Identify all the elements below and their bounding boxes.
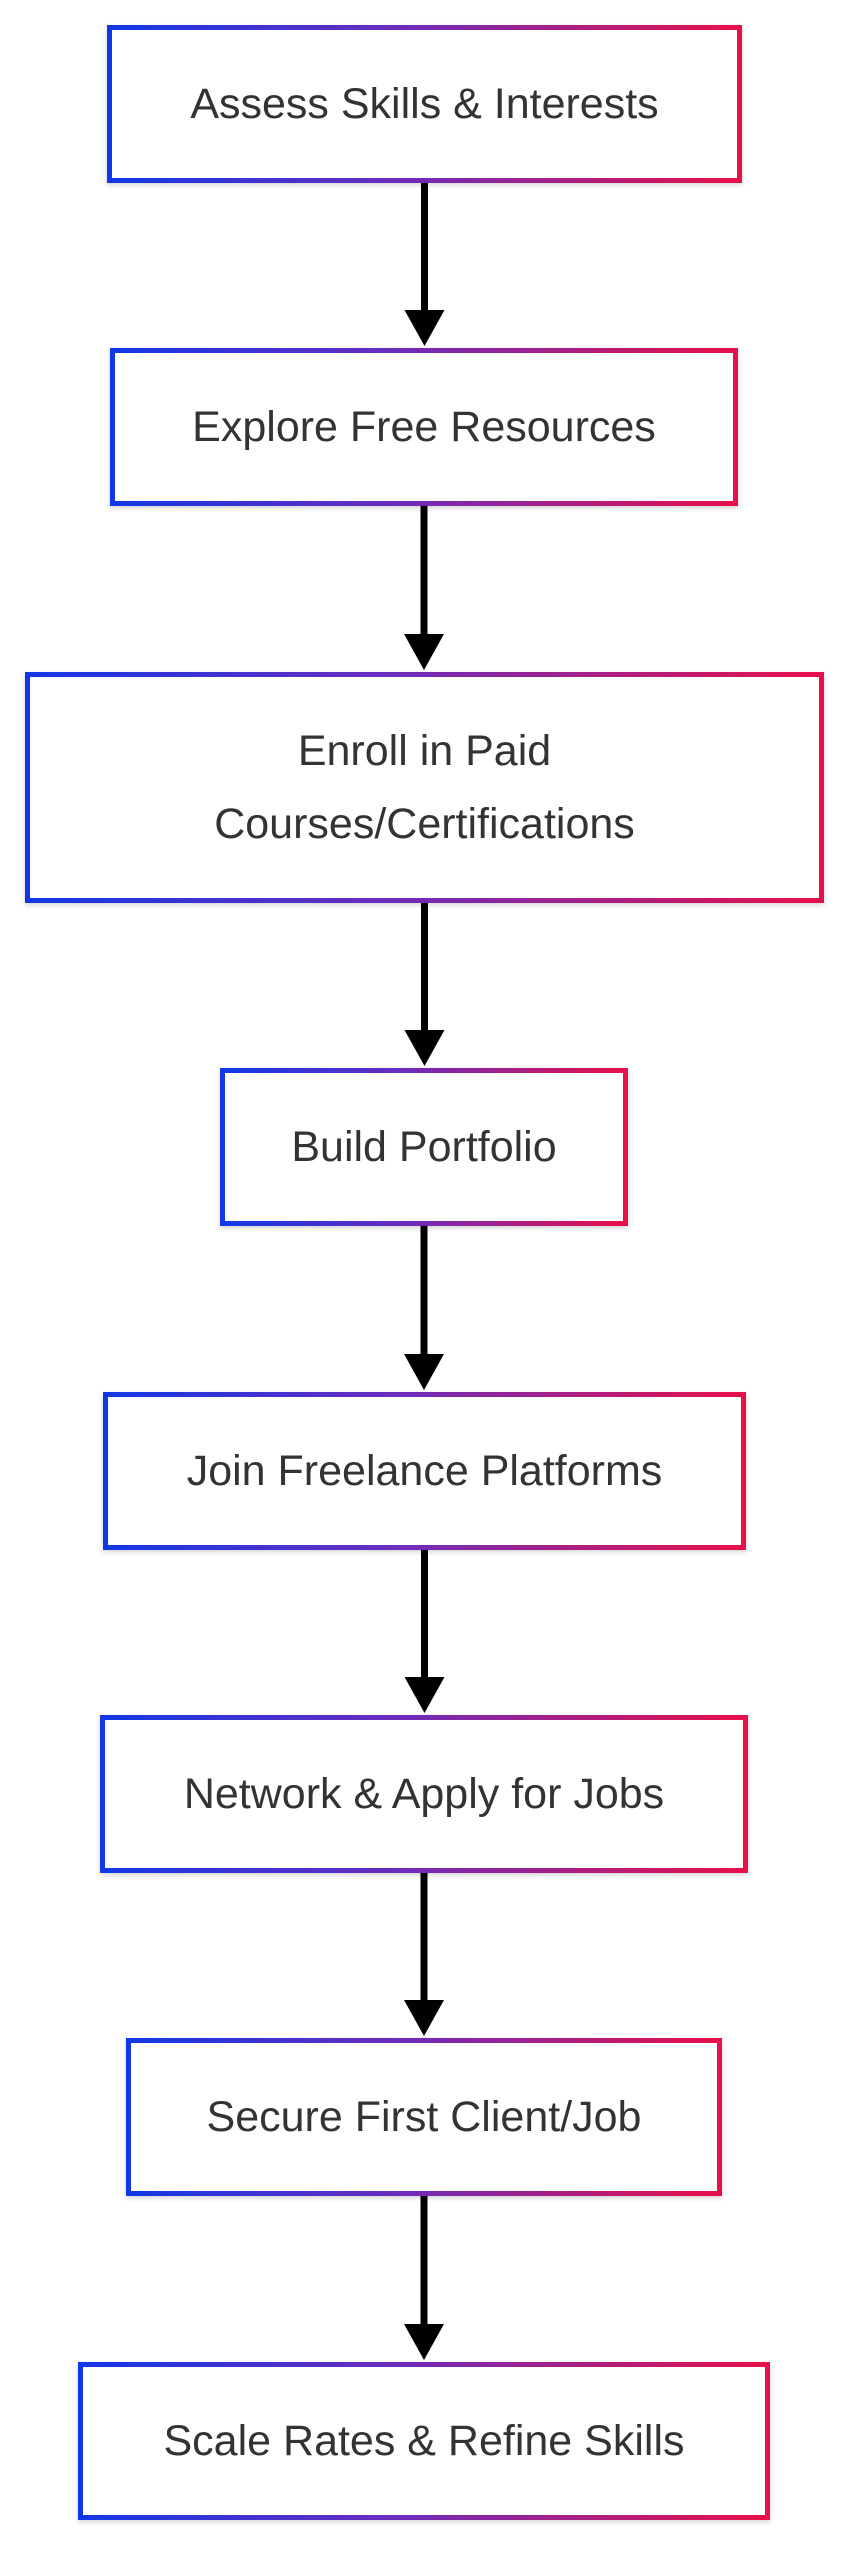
step-enroll-paid-courses: Enroll in Paid Courses/Certifications [25, 672, 824, 903]
flow-arrow [404, 1226, 444, 1390]
flow-arrow [404, 506, 444, 670]
flow-arrow [404, 1873, 444, 2036]
step-label: Join Freelance Platforms [186, 1446, 663, 1495]
step-label: Enroll in Paid Courses/Certifications [214, 715, 635, 861]
step-label: Scale Rates & Refine Skills [163, 2416, 685, 2465]
step-label: Network & Apply for Jobs [183, 1769, 665, 1818]
step-label-line-1: Enroll in Paid [297, 726, 552, 775]
step-label: Assess Skills & Interests [190, 79, 659, 128]
flow-arrowhead-icon [404, 1354, 444, 1390]
flow-arrow [404, 2196, 444, 2360]
step-explore-free-resources: Explore Free Resources [110, 348, 738, 506]
flow-arrowhead-icon [404, 634, 444, 670]
step-label: Secure First Client/Job [206, 2092, 642, 2141]
flow-arrowhead-icon [404, 2324, 444, 2360]
step-network-apply-jobs: Network & Apply for Jobs [100, 1715, 748, 1873]
flow-arrowhead-icon [404, 1677, 445, 1713]
flow-arrowhead-icon [404, 310, 445, 346]
step-secure-first-client: Secure First Client/Job [126, 2038, 722, 2196]
flow-arrowhead-icon [404, 1030, 445, 1066]
flow-arrow [404, 183, 445, 346]
flow-arrow [404, 1550, 445, 1713]
flow-arrowhead-icon [404, 2000, 444, 2036]
step-scale-rates: Scale Rates & Refine Skills [78, 2362, 770, 2520]
flow-arrow [404, 903, 445, 1066]
step-label: Build Portfolio [291, 1122, 557, 1171]
step-label-line-2: Courses/Certifications [214, 799, 635, 848]
step-label: Explore Free Resources [192, 402, 656, 451]
step-assess-skills: Assess Skills & Interests [107, 25, 742, 183]
step-build-portfolio: Build Portfolio [220, 1068, 628, 1226]
step-join-freelance-platforms: Join Freelance Platforms [103, 1392, 746, 1550]
